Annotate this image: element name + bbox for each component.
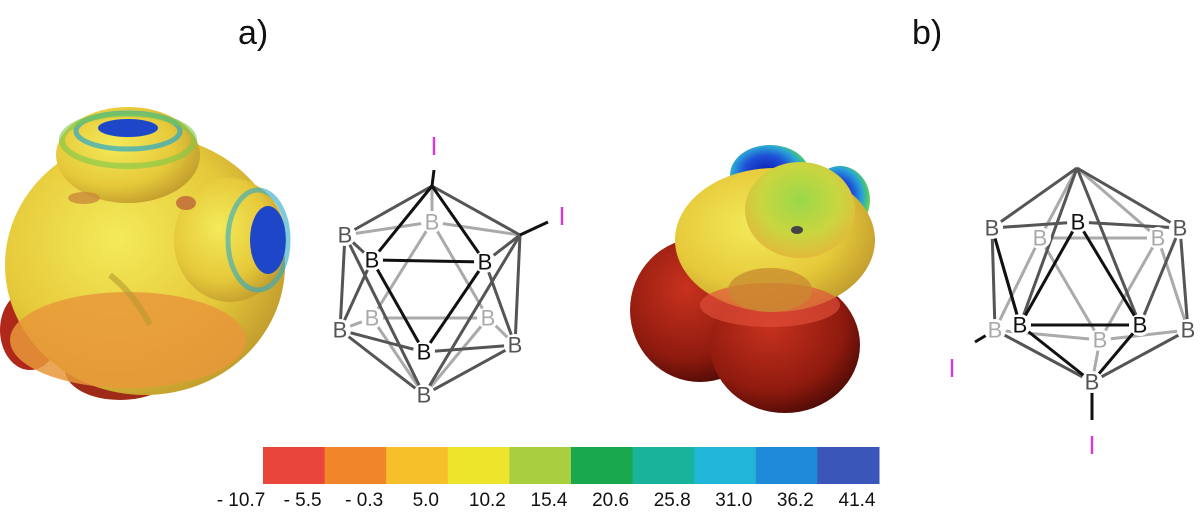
- boron-atom-label: B: [1085, 370, 1100, 395]
- color-scale-segment: [817, 447, 880, 484]
- boron-atom-label: B: [333, 318, 348, 343]
- boron-atom-label: B: [417, 340, 432, 365]
- boron-atom-label: B: [481, 306, 496, 331]
- color-scale-label: 10.2: [468, 490, 506, 511]
- atom-label-background: [1029, 227, 1051, 249]
- atom-label-background: [334, 224, 356, 246]
- esp-surface-a: [0, 107, 291, 400]
- atom-label-background: [329, 319, 351, 341]
- atom-label-background: [1177, 319, 1199, 341]
- carborane-structure-a: [338, 169, 549, 397]
- boron-atom-label: B: [365, 306, 380, 331]
- color-scale-segment: [509, 447, 572, 484]
- color-scale-label: - 0.3: [345, 490, 384, 511]
- color-scale-label: 15.4: [530, 490, 568, 511]
- boron-atom-label: B: [1093, 328, 1108, 353]
- boron-atom-label: B: [1033, 226, 1048, 251]
- panel-label-b: b): [912, 14, 943, 52]
- atom-label-background: [1009, 314, 1031, 336]
- color-scale-segment: [324, 447, 387, 484]
- color-scale-label: 25.8: [653, 490, 691, 511]
- boron-atom-label: B: [1151, 226, 1166, 251]
- boron-atom-label: B: [1071, 210, 1086, 235]
- atom-label-background: [984, 319, 1006, 341]
- color-scale-label: 20.6: [592, 490, 630, 511]
- boron-atom-label: B: [985, 216, 1000, 241]
- boron-atom-label: B: [508, 333, 523, 358]
- color-scale-segment: [571, 447, 634, 484]
- boron-atom-label: B: [417, 383, 432, 408]
- atom-label-background: [1129, 314, 1151, 336]
- boron-atom-label: B: [1133, 313, 1148, 338]
- color-scale-segment: [386, 447, 449, 484]
- carborane-structure-b: [974, 166, 1190, 420]
- boron-atom-label: B: [1013, 313, 1028, 338]
- iodine-atom-label: I: [558, 201, 565, 231]
- atom-label-background: [1169, 217, 1191, 239]
- boron-atom-label: B: [365, 248, 380, 273]
- atom-label-background: [421, 211, 443, 233]
- boron-atom-label: B: [988, 318, 1003, 343]
- color-scale-label: - 10.7: [216, 490, 266, 511]
- atom-label-background: [361, 249, 383, 271]
- atom-label-background: [413, 384, 435, 406]
- color-scale-label: 5.0: [412, 490, 440, 511]
- atom-label-background: [1089, 329, 1111, 351]
- boron-atom-label: B: [338, 223, 353, 248]
- boron-atom-label: B: [1181, 318, 1196, 343]
- color-scale-segment: [447, 447, 510, 484]
- color-scale-segment: [263, 447, 326, 484]
- atom-label-background: [474, 251, 496, 273]
- color-scale-label: 36.2: [776, 490, 814, 511]
- atom-label-background: [504, 334, 526, 356]
- boron-atom-label: B: [425, 210, 440, 235]
- iodine-atom-label: I: [948, 353, 955, 383]
- boron-atom-label: B: [478, 250, 493, 275]
- atom-label-background: [1067, 211, 1089, 233]
- atom-label-background: [361, 307, 383, 329]
- iodine-atom-label: I: [430, 131, 437, 161]
- atom-label-background: [1147, 227, 1169, 249]
- color-scale-segment: [632, 447, 695, 484]
- atom-label-background: [477, 307, 499, 329]
- iodine-atom-label: I: [1088, 430, 1095, 460]
- color-scale-segment: [755, 447, 818, 484]
- esp-surface-b: [630, 145, 875, 413]
- atom-label-background: [1081, 371, 1103, 393]
- color-scale-label: 31.0: [715, 490, 753, 511]
- boron-atom-label: B: [1173, 216, 1188, 241]
- atom-label-background: [981, 217, 1003, 239]
- panel-label-a: a): [238, 14, 269, 52]
- color-scale-label: 41.4: [838, 490, 876, 511]
- color-scale-label: - 5.5: [283, 490, 322, 511]
- color-scale-bar: [263, 447, 880, 484]
- atom-label-background: [413, 341, 435, 363]
- color-scale-segment: [694, 447, 757, 484]
